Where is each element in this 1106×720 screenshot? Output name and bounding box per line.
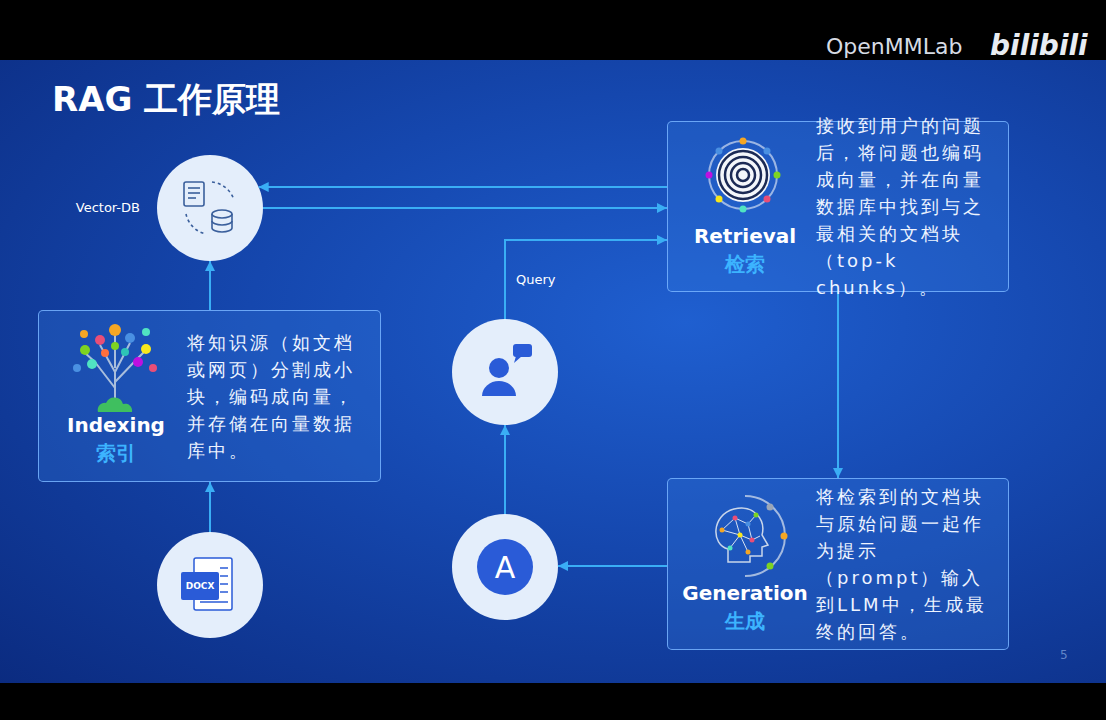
flow-arrow	[263, 207, 667, 209]
circle-fill	[452, 319, 558, 425]
connector-label: Query	[516, 271, 556, 289]
step-description: 将知识源（如文档或网页）分割成小块，编码成向量，并存储在向量数据库中。	[187, 311, 375, 481]
flow-arrow	[558, 565, 667, 567]
step-description: 接收到用户的问题后，将问题也编码成向量，并在向量数据库中找到与之最相关的文档块（…	[816, 122, 1004, 291]
step-subtitle: 生成	[668, 608, 822, 634]
flow-arrow	[209, 482, 211, 532]
node-label: Vector-DB	[0, 199, 140, 217]
document-circle: DOCX	[157, 532, 263, 638]
process-box: Retrieval检索接收到用户的问题后，将问题也编码成向量，并在向量数据库中找…	[667, 121, 1009, 292]
flow-arrow	[259, 186, 667, 188]
step-title: Retrieval	[668, 223, 822, 249]
watermark: bilibili	[990, 29, 1088, 63]
answer-letter: A	[452, 514, 558, 620]
step-subtitle: 检索	[668, 251, 822, 277]
process-box: Generation生成将检索到的文档块与原始问题一起作为提示（prompt）输…	[667, 478, 1009, 650]
circle-fill	[452, 514, 558, 620]
page-number: 5	[1060, 647, 1068, 663]
flow-arrow	[837, 292, 839, 478]
flow-arrow	[505, 240, 667, 319]
step-subtitle: 索引	[39, 440, 193, 466]
flow-arrow	[209, 261, 211, 310]
step-title: Generation	[668, 580, 822, 606]
watermark: OpenMMLab	[826, 33, 962, 61]
slide-title: RAG 工作原理	[52, 78, 280, 120]
step-description: 将检索到的文档块与原始问题一起作为提示（prompt）输入到LLM中，生成最终的…	[816, 479, 1004, 649]
circle-outline	[452, 319, 558, 425]
circle-fill	[157, 532, 263, 638]
flow-arrow	[504, 425, 506, 514]
step-title: Indexing	[39, 412, 193, 438]
database-circle: Vector-DB	[157, 155, 263, 261]
circle-fill	[157, 155, 263, 261]
user-circle	[452, 319, 558, 425]
file-type: DOCX	[181, 580, 219, 592]
answer-circle: A	[452, 514, 558, 620]
circle-outline	[157, 155, 263, 261]
process-box: Indexing索引将知识源（如文档或网页）分割成小块，编码成向量，并存储在向量…	[38, 310, 381, 482]
